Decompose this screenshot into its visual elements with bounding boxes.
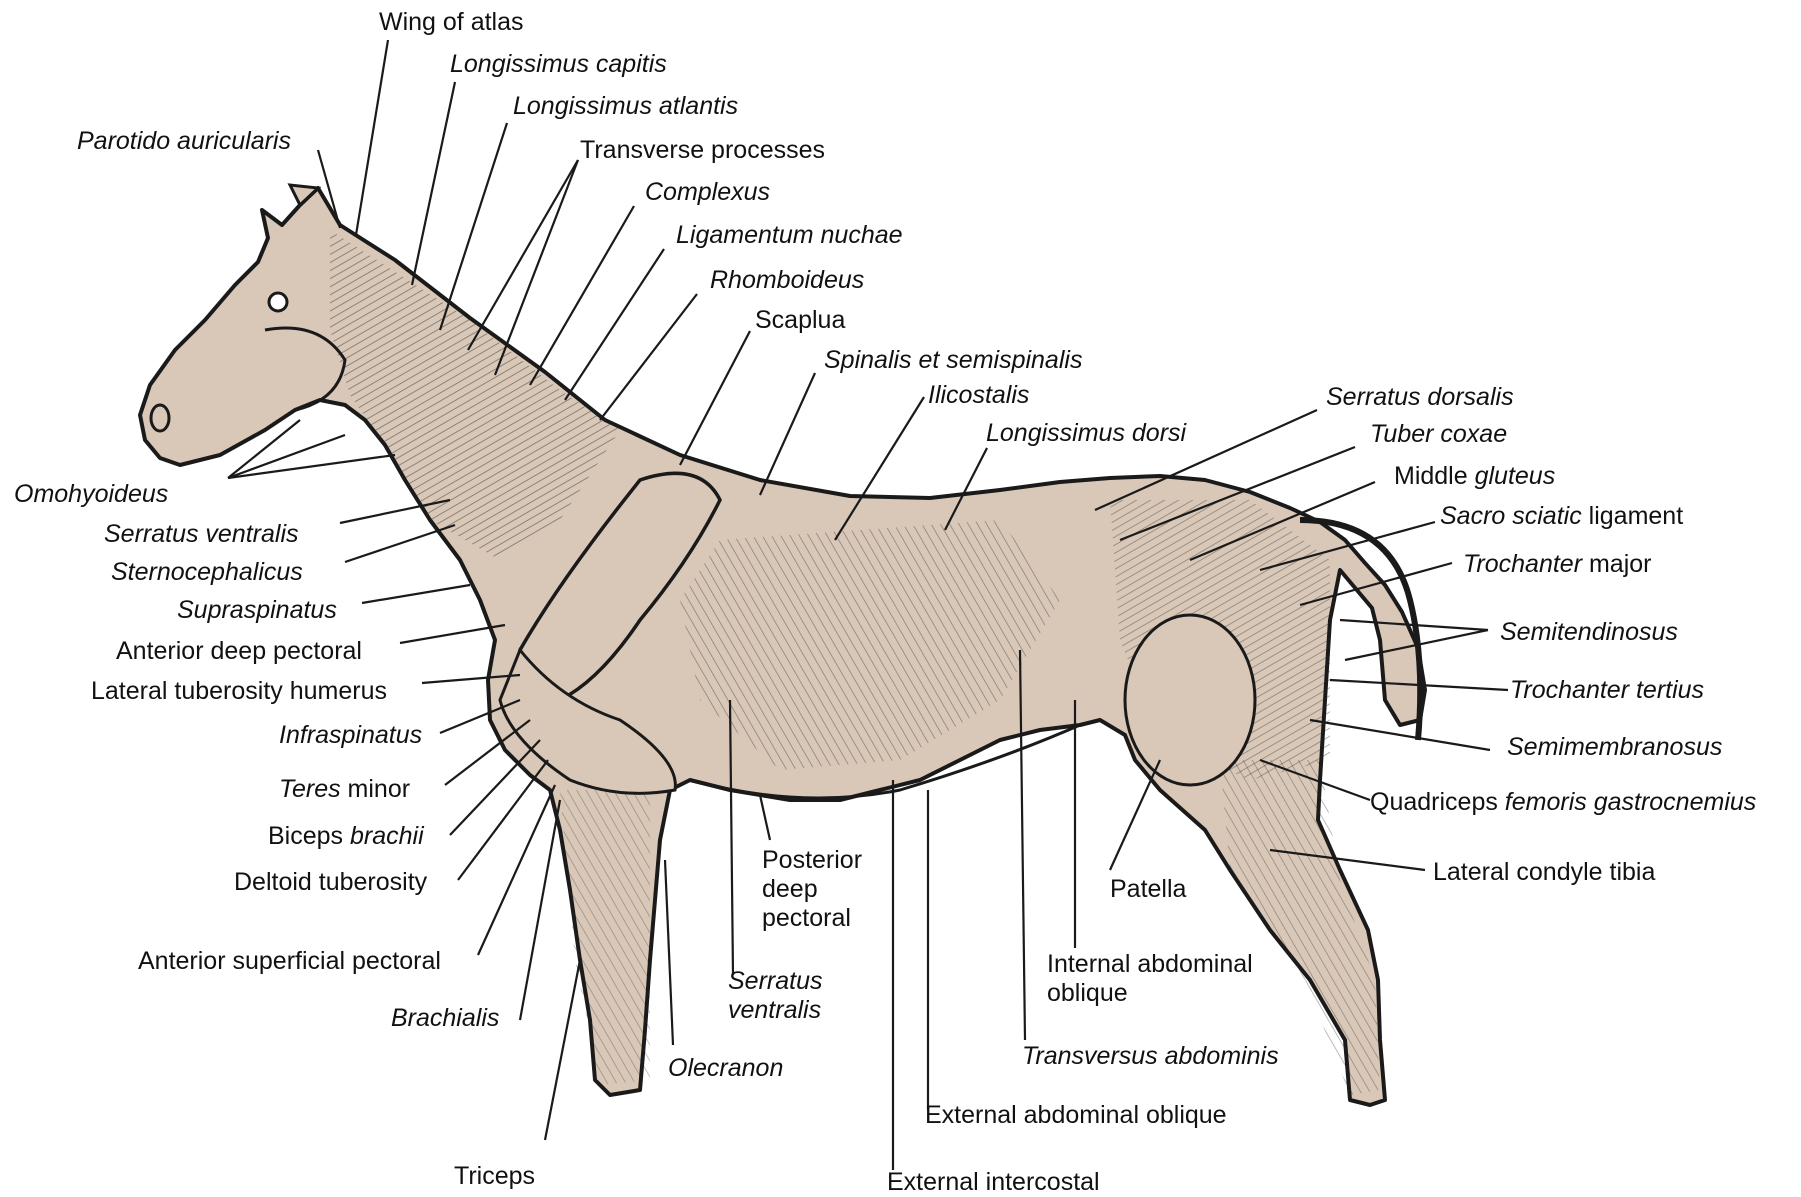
- label-trochanter-major: Trochanter major: [1463, 550, 1652, 579]
- label-serratus-ventralis-neck: Serratus ventralis: [104, 520, 299, 549]
- label-anterior-deep-pectoral: Anterior deep pectoral: [116, 637, 362, 666]
- label-sacro-sciatic-ligament: Sacro sciatic ligament: [1440, 502, 1683, 531]
- label-trochanter-major-b: major: [1582, 550, 1651, 578]
- label-biceps-brachii-a: Biceps: [268, 822, 350, 850]
- label-parotido-auricularis: Parotido auricularis: [77, 127, 291, 156]
- label-longissimus-capitis: Longissimus capitis: [450, 50, 667, 79]
- label-internal-abdominal-oblique: Internal abdominal oblique: [1047, 950, 1253, 1008]
- label-external-intercostal: External intercostal: [887, 1168, 1100, 1197]
- eye-shape: [269, 293, 287, 311]
- label-teres-minor: Teres minor: [279, 775, 410, 804]
- label-teres-minor-a: Teres: [279, 775, 341, 803]
- label-posterior-deep-pectoral: Posterior deep pectoral: [762, 846, 862, 932]
- label-rhomboideus: Rhomboideus: [710, 266, 864, 295]
- label-omohyoideus: Omohyoideus: [14, 480, 168, 509]
- label-patella: Patella: [1110, 875, 1186, 904]
- label-serratus-dorsalis: Serratus dorsalis: [1326, 383, 1514, 412]
- label-spinalis-et-semispinalis: Spinalis et semispinalis: [824, 346, 1082, 375]
- label-trochanter-tertius: Trochanter tertius: [1510, 676, 1704, 705]
- label-tuber-coxae: Tuber coxae: [1370, 420, 1507, 449]
- label-middle-gluteus: Middle gluteus: [1394, 462, 1555, 491]
- label-sacro-sciatic-a: Sacro sciatic: [1440, 502, 1582, 530]
- label-complexus: Complexus: [645, 178, 770, 207]
- label-deltoid-tuberosity: Deltoid tuberosity: [234, 868, 427, 897]
- label-lateral-condyle-tibia: Lateral condyle tibia: [1433, 858, 1655, 887]
- label-sternocephalicus: Sternocephalicus: [111, 558, 303, 587]
- label-infraspinatus: Infraspinatus: [279, 721, 422, 750]
- label-ligamentum-nuchae: Ligamentum nuchae: [676, 221, 903, 250]
- label-external-abdominal-oblique: External abdominal oblique: [925, 1101, 1227, 1130]
- label-teres-minor-b: minor: [341, 775, 410, 803]
- label-lateral-tuberosity-humerus: Lateral tuberosity humerus: [91, 677, 387, 706]
- label-supraspinatus: Supraspinatus: [177, 596, 337, 625]
- label-middle-gluteus-a: Middle: [1394, 462, 1475, 490]
- label-transverse-processes: Transverse processes: [580, 136, 825, 165]
- label-quadriceps-b: femoris gastrocnemius: [1505, 788, 1756, 816]
- label-wing-of-atlas: Wing of atlas: [379, 8, 524, 37]
- label-olecranon: Olecranon: [668, 1054, 783, 1083]
- label-longissimus-dorsi: Longissimus dorsi: [986, 419, 1186, 448]
- label-ilicostalis: Ilicostalis: [928, 381, 1029, 410]
- label-longissimus-atlantis: Longissimus atlantis: [513, 92, 738, 121]
- label-middle-gluteus-b: gluteus: [1475, 462, 1556, 490]
- label-quadriceps-a: Quadriceps: [1370, 788, 1505, 816]
- stifle-shape: [1125, 615, 1255, 785]
- label-serratus-ventralis-body: Serratus ventralis: [728, 967, 822, 1025]
- label-scapula: Scaplua: [755, 306, 845, 335]
- label-anterior-superficial-pectoral: Anterior superficial pectoral: [138, 947, 441, 976]
- label-semimembranosus: Semimembranosus: [1507, 733, 1722, 762]
- label-triceps: Triceps: [454, 1162, 535, 1191]
- label-sacro-sciatic-b: ligament: [1582, 502, 1683, 530]
- label-trochanter-major-a: Trochanter: [1463, 550, 1582, 578]
- label-semitendinosus: Semitendinosus: [1500, 618, 1678, 647]
- label-brachialis: Brachialis: [391, 1004, 499, 1033]
- foreleg-hatching: [560, 790, 650, 1085]
- label-transversus-abdominis: Transversus abdominis: [1022, 1042, 1279, 1071]
- label-quadriceps-femoris-gastrocnemius: Quadriceps femoris gastrocnemius: [1370, 788, 1756, 817]
- label-biceps-brachii: Biceps brachii: [268, 822, 424, 851]
- label-biceps-brachii-b: brachii: [350, 822, 424, 850]
